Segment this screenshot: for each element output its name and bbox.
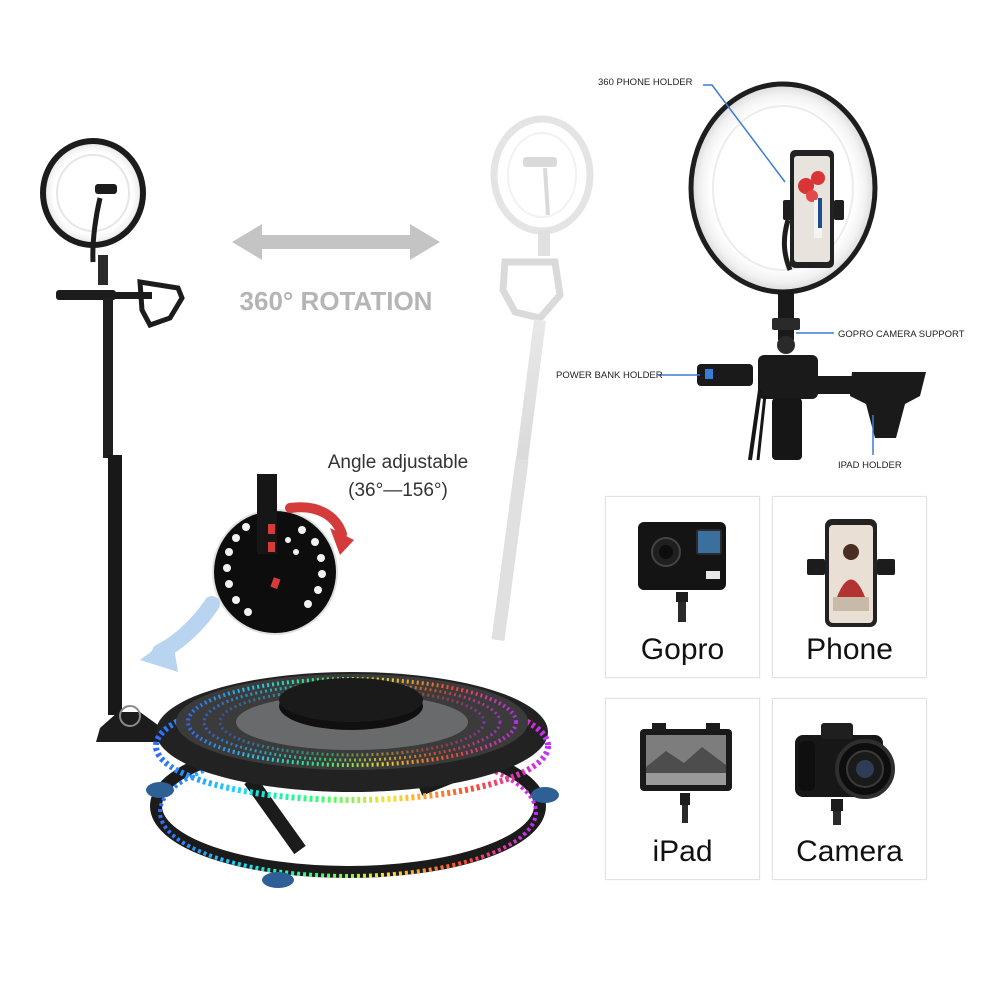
tile-gopro: Gopro — [605, 496, 760, 678]
tile-label-gopro: Gopro — [640, 633, 725, 666]
rotation-arrow — [232, 224, 440, 260]
callout-power-bank: POWER BANK HOLDER — [556, 370, 663, 381]
tile-phone: Phone — [772, 496, 927, 678]
rotation-label: 360° ROTATION — [240, 286, 433, 316]
turntable-platform — [146, 672, 559, 888]
tile-label-ipad: iPad — [652, 835, 713, 868]
angle-title: Angle adjustable — [328, 452, 469, 473]
gopro-camera-icon — [638, 522, 726, 622]
callout-phone-holder: 360 PHONE HOLDER — [598, 77, 693, 88]
angle-detail-inset — [140, 474, 354, 672]
angle-range: (36°—156°) — [348, 480, 448, 501]
tile-ipad: iPad — [605, 698, 760, 880]
detail-callouts: 360 PHONE HOLDER GOPRO CAMERA SUPPORT PO… — [556, 77, 965, 471]
ghost-stand — [490, 115, 594, 641]
tablet-icon — [640, 723, 732, 823]
tile-camera: Camera — [772, 698, 927, 880]
dslr-camera-icon — [795, 723, 895, 825]
tile-label-phone: Phone — [806, 633, 893, 666]
callout-gopro-support: GOPRO CAMERA SUPPORT — [838, 329, 965, 340]
smartphone-icon — [807, 519, 895, 627]
detail-view — [688, 81, 926, 461]
callout-ipad-holder: IPAD HOLDER — [838, 460, 902, 471]
tile-label-camera: Camera — [796, 835, 903, 868]
left-stand — [40, 138, 185, 742]
